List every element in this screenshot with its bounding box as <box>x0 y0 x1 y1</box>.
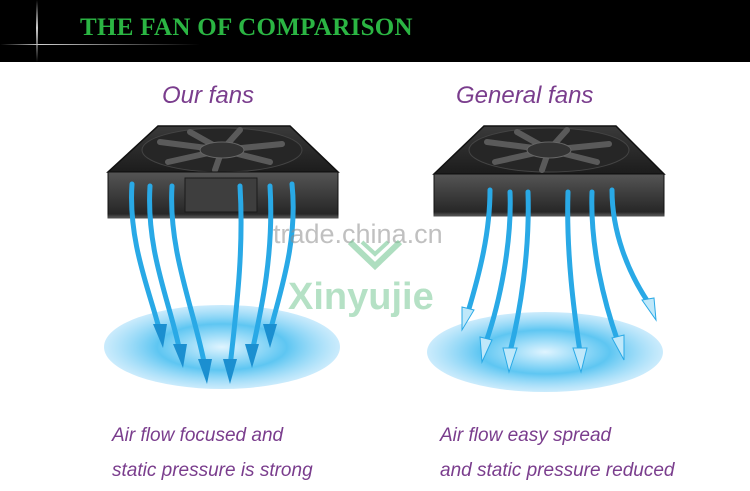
heading-general-fans: General fans <box>456 82 594 109</box>
left-fan-group <box>100 125 350 389</box>
title-banner: THE FAN OF COMPARISON <box>0 0 750 62</box>
comparison-illustration <box>100 125 678 392</box>
banner-accent-line-horizontal <box>0 44 200 45</box>
right-air-pool <box>427 312 663 392</box>
banner-title: THE FAN OF COMPARISON <box>80 14 413 41</box>
left-fan-icon <box>106 125 340 219</box>
left-airflow-arrows <box>129 181 296 370</box>
left-caption-line-1: Air flow focused and <box>112 425 284 446</box>
watermark-brand: Xinyujie <box>288 276 434 318</box>
right-airflow-arrows <box>465 187 651 355</box>
right-fan-group <box>427 125 678 392</box>
watermark-site: trade.china.cn <box>273 219 443 249</box>
banner-accent-line <box>36 0 38 62</box>
right-fan-icon <box>432 125 666 217</box>
left-airflow-arrowheads <box>153 324 277 384</box>
left-caption-line-2: static pressure is strong <box>112 460 313 481</box>
right-caption-line-1: Air flow easy spread <box>440 425 612 446</box>
heading-our-fans: Our fans <box>162 82 255 109</box>
right-caption-line-2: and static pressure reduced <box>440 460 675 481</box>
right-airflow-arrowheads <box>461 297 657 374</box>
watermark-logo-icon <box>347 239 403 271</box>
